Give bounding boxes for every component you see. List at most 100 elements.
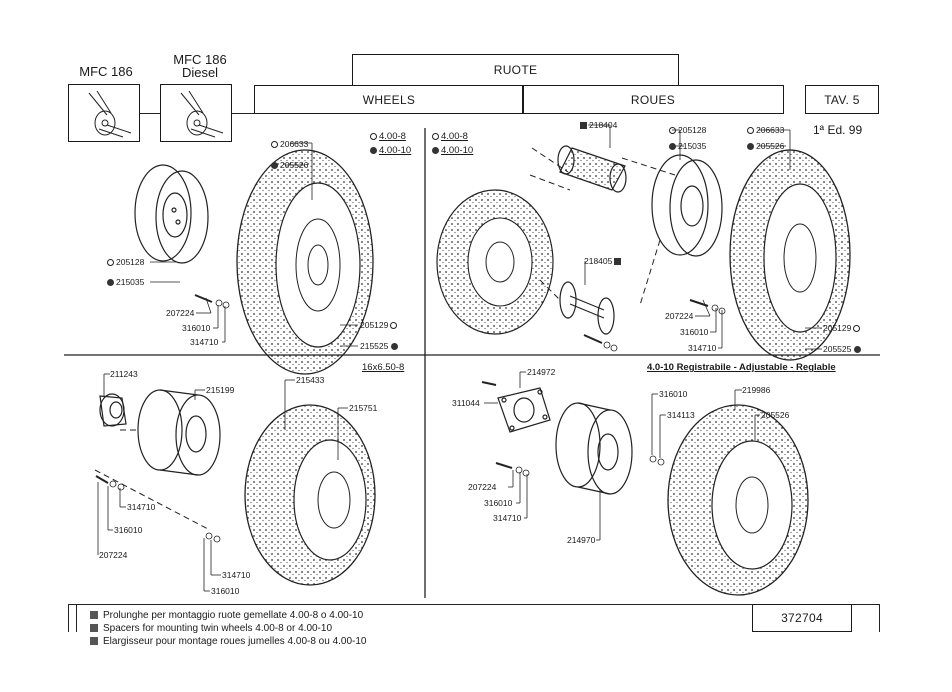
tl-part-316010: 316010 <box>182 323 211 333</box>
bl-part-207224: 207224 <box>99 550 128 560</box>
open-circle-icon <box>107 259 114 266</box>
machine-thumbnail-1 <box>68 84 140 142</box>
bl-leaders <box>95 373 348 592</box>
tl-part-314710: 314710 <box>190 337 219 347</box>
title-box-en: WHEELS <box>254 85 524 114</box>
legend-line-it: Prolunghe per montaggio ruote gemellate … <box>90 610 363 622</box>
bl-rim <box>137 389 221 476</box>
filled-circle-icon <box>747 143 754 150</box>
tl-rim <box>134 164 209 264</box>
bl-part-211243: 211243 <box>110 369 138 379</box>
tr-hub-spacer <box>559 281 615 335</box>
br-part-205526: 205526 <box>761 410 790 420</box>
thumbnail-connector <box>232 113 254 114</box>
legend-line-fr: Elargisseur pour montage roues jumelles … <box>90 636 367 648</box>
filled-circle-icon <box>432 147 439 154</box>
legend-line-en: Spacers for mounting twin wheels 4.00-8 … <box>90 623 332 635</box>
filled-square-icon <box>90 624 98 632</box>
filled-circle-icon <box>854 346 862 353</box>
bl-part-316010a: 316010 <box>114 525 143 535</box>
filled-circle-icon <box>391 343 399 350</box>
tr-tire-left <box>436 189 554 335</box>
model-label-2: MFC 186 Diesel <box>160 53 240 79</box>
title-box-fr: ROUES <box>522 85 784 114</box>
model-label-2-line2: Diesel <box>181 65 219 80</box>
br-title: 4.0-10 Registrabile - Adjustable - Regla… <box>647 362 836 373</box>
tr-part-207224: 207224 <box>665 311 694 321</box>
tr-part-218404: 218404 <box>578 120 617 130</box>
machine-thumbnail-2 <box>160 84 232 142</box>
bl-tire <box>244 404 376 586</box>
bl-part-316010b: 316010 <box>211 586 240 596</box>
tl-part-206633: 206633 <box>271 139 308 149</box>
legend-frame <box>68 604 880 632</box>
br-part-207224: 207224 <box>468 482 497 492</box>
title-en: WHEELS <box>362 93 416 107</box>
filled-square-icon <box>90 637 98 645</box>
tl-part-207224: 207224 <box>166 308 195 318</box>
tr-part-314710: 314710 <box>688 343 717 353</box>
tr-part-205525: 205525 <box>823 344 863 354</box>
tr-size-2: 4.00-10 <box>432 145 473 156</box>
code-label: 372704 <box>781 611 823 625</box>
tl-part-205128: 205128 <box>107 257 144 267</box>
tl-leaders <box>150 142 358 347</box>
open-circle-icon <box>669 127 676 134</box>
br-part-214972: 214972 <box>527 367 556 377</box>
legend-frame-inner <box>76 604 77 632</box>
bl-part-314710a: 314710 <box>127 502 156 512</box>
machine-icon <box>88 90 132 138</box>
tr-dashed <box>529 147 676 306</box>
open-circle-icon <box>271 141 278 148</box>
thumbnail-connector <box>140 113 160 114</box>
filled-circle-icon <box>271 162 278 169</box>
filled-square-icon <box>90 611 98 619</box>
title-box-it: RUOTE <box>352 54 679 86</box>
bl-part-314710b: 314710 <box>222 570 251 580</box>
br-tire <box>667 404 809 596</box>
br-plate <box>497 387 551 433</box>
tr-part-205129: 205129 <box>823 323 862 333</box>
model-label-1: MFC 186 <box>79 64 133 79</box>
table-label: TAV. 5 <box>824 93 860 107</box>
open-circle-icon <box>432 133 439 140</box>
edition-label: 1ª Ed. 99 <box>813 123 863 137</box>
bl-part-215199: 215199 <box>206 385 235 395</box>
tl-size-2: 4.00-10 <box>370 145 411 156</box>
br-part-219986: 219986 <box>742 385 771 395</box>
br-part-316010a: 316010 <box>659 389 688 399</box>
tl-tire <box>236 149 374 375</box>
table-box: TAV. 5 <box>805 85 879 114</box>
tr-part-215035: 215035 <box>669 141 706 151</box>
bl-part-215751: 215751 <box>349 403 378 413</box>
open-circle-icon <box>853 325 861 332</box>
br-part-314710: 314710 <box>493 513 522 523</box>
tr-rim <box>651 154 723 257</box>
tr-part-206633: 206633 <box>747 125 784 135</box>
br-part-316010b: 316010 <box>484 498 513 508</box>
open-circle-icon <box>747 127 754 134</box>
tl-part-215035: 215035 <box>107 277 144 287</box>
bl-size: 16x6.50-8 <box>362 362 405 373</box>
tr-part-218405: 218405 <box>584 256 623 266</box>
tr-leaders <box>583 124 822 352</box>
code-box: 372704 <box>752 604 852 632</box>
tr-tire-right <box>729 149 851 361</box>
tl-part-215525: 215525 <box>360 341 400 351</box>
title-fr: ROUES <box>630 93 676 107</box>
open-circle-icon <box>390 322 398 329</box>
bl-part-215433: 215433 <box>296 375 325 385</box>
br-leaders <box>481 371 760 541</box>
filled-circle-icon <box>669 143 676 150</box>
br-rim <box>555 402 633 495</box>
tl-size-1: 4.00-8 <box>370 131 406 142</box>
bl-hub <box>99 393 127 427</box>
tr-part-316010: 316010 <box>680 327 709 337</box>
filled-square-icon <box>580 122 587 129</box>
machine-icon <box>180 90 224 138</box>
br-part-311044: 311044 <box>452 398 480 408</box>
filled-circle-icon <box>107 279 114 286</box>
tr-part-205128: 205128 <box>669 125 706 135</box>
open-circle-icon <box>370 133 377 140</box>
